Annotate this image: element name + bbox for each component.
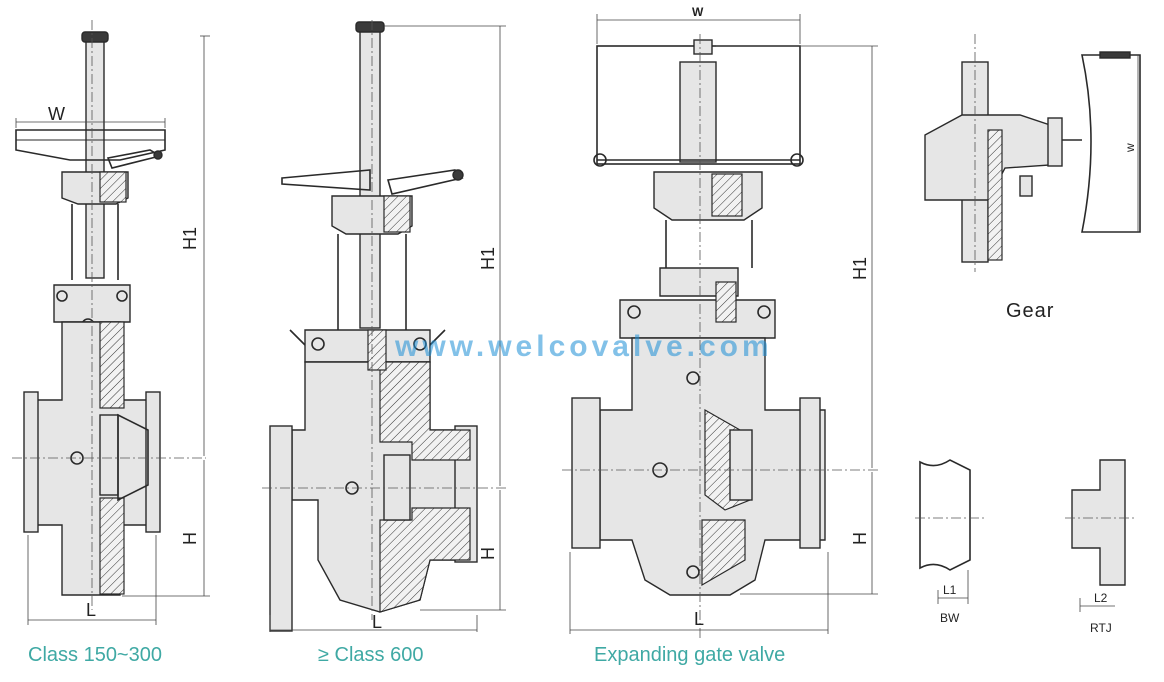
caption-class-600: ≥ Class 600: [318, 644, 424, 666]
dim-h1-2: H1: [478, 247, 498, 270]
caption-gear: Gear: [1006, 300, 1055, 322]
caption-expanding: Expanding gate valve: [594, 644, 786, 666]
end-bw: L1: [915, 459, 985, 604]
valve-class-600: H1 H L: [262, 20, 508, 632]
end-rtj: L2: [1065, 459, 1135, 612]
valve-expanding: W H1 H L: [562, 5, 880, 640]
label-bw: BW: [940, 611, 960, 625]
valve-class-150-300: W H1 H L: [12, 20, 210, 625]
dim-w-gear: w: [1123, 143, 1137, 153]
handwheel: [15, 129, 166, 169]
dim-h-1: H: [180, 532, 200, 545]
dim-w-3: W: [692, 5, 704, 19]
handwheel: [281, 169, 464, 195]
dim-h1-1: H1: [180, 227, 200, 250]
dim-l1: L1: [943, 583, 957, 597]
dim-l2: L2: [1094, 591, 1108, 605]
stem: [85, 37, 105, 279]
dim-w-1: W: [48, 104, 65, 124]
watermark: www.welcovalve.com: [394, 330, 773, 363]
gear-operator: w: [924, 34, 1141, 272]
caption-class-150-300: Class 150~300: [28, 644, 162, 666]
dim-l-3: L: [694, 609, 704, 629]
dim-h-2: H: [478, 547, 498, 560]
dim-l-2: L: [372, 612, 382, 632]
label-rtj: RTJ: [1090, 621, 1112, 635]
dim-h1-3: H1: [850, 257, 870, 280]
dim-h-3: H: [850, 532, 870, 545]
dim-l-1: L: [86, 600, 96, 620]
